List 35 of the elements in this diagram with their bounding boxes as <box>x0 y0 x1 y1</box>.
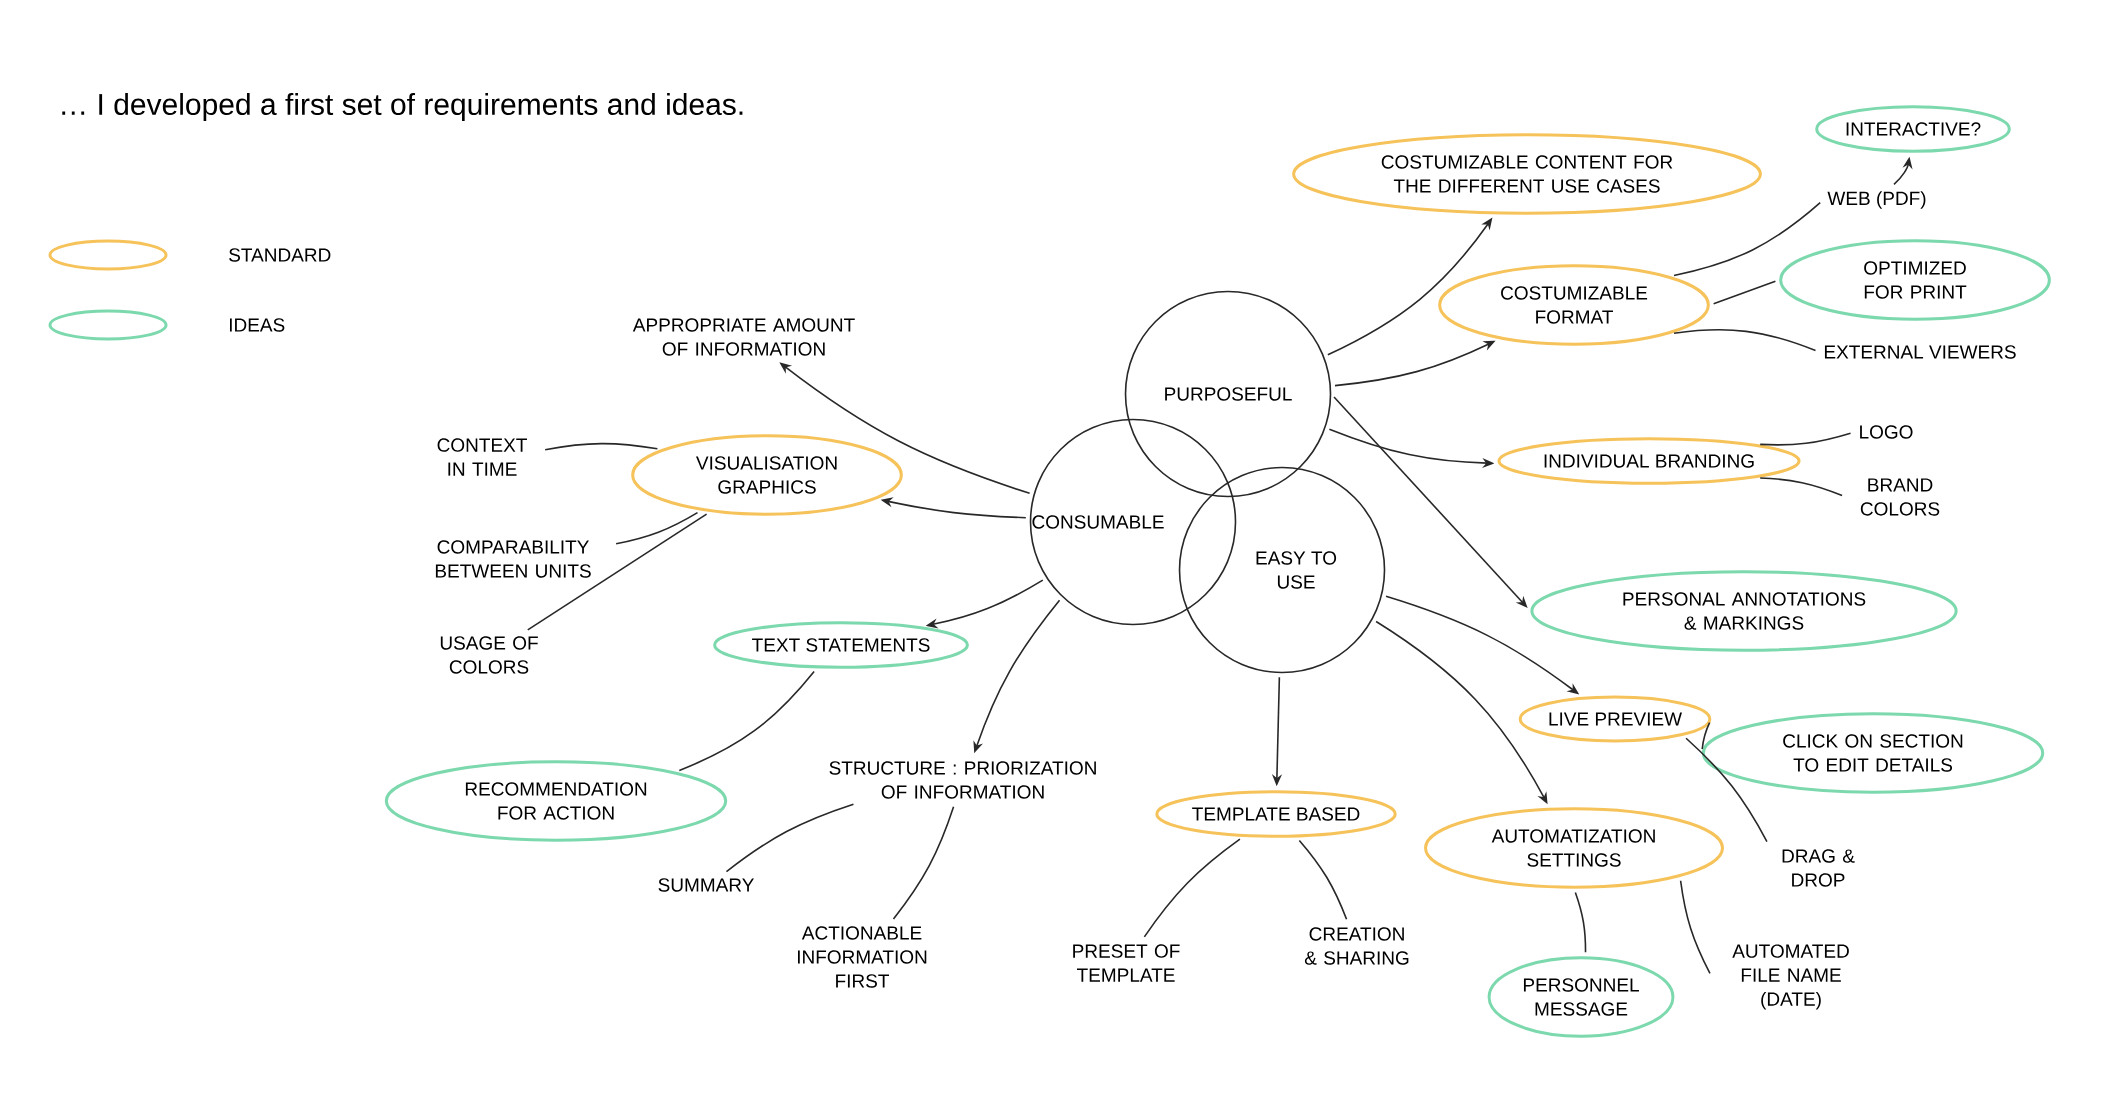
note-text: USAGE OF COLORS <box>440 636 538 674</box>
connector-line <box>1574 891 1587 954</box>
legend-label: IDEAS <box>229 318 285 332</box>
connector-line <box>1673 201 1821 277</box>
connector-line <box>725 803 855 873</box>
note-text: STRUCTURE : PRIORIZATION OF INFORMATION <box>829 761 1096 799</box>
connector-line <box>526 513 708 631</box>
connector-line <box>678 670 815 772</box>
connector-line <box>1685 737 1768 843</box>
note-text: LOGO <box>1860 425 1913 439</box>
connector-line <box>892 805 955 920</box>
connector-line <box>1298 839 1348 921</box>
connector-line <box>1759 477 1843 497</box>
note-text: CREATION & SHARING <box>1304 927 1409 965</box>
note-text: COMPARABILITY BETWEEN UNITS <box>435 540 591 578</box>
note-text: WEB (PDF) <box>1827 191 1926 209</box>
note-text: DRAG & DROP <box>1782 849 1855 887</box>
note-text: SUMMARY <box>658 878 754 892</box>
note-text: PRESET OF TEMPLATE <box>1073 944 1180 982</box>
connector-line <box>1143 838 1241 938</box>
connector-line <box>615 511 699 545</box>
note-text: CONTEXT IN TIME <box>437 438 527 476</box>
title: … I developed a first set of requirements and ideas. <box>62 93 743 121</box>
note-text: APPROPRIATE AMOUNT OF INFORMATION <box>632 318 855 356</box>
connector-line <box>544 442 659 451</box>
note-text: EXTERNAL VIEWERS <box>1824 345 2016 359</box>
connector-line <box>1701 721 1711 750</box>
note-text: ACTIONABLE INFORMATION FIRST <box>798 926 927 988</box>
legend-label: STANDARD <box>229 248 331 262</box>
connector-line <box>1673 328 1817 352</box>
note-text: AUTOMATED FILE NAME (DATE) <box>1732 944 1849 1010</box>
connector-line <box>1712 280 1777 305</box>
connector-line <box>1679 879 1711 975</box>
connector-line <box>1759 432 1852 446</box>
note-text: BRAND COLORS <box>1860 478 1940 516</box>
